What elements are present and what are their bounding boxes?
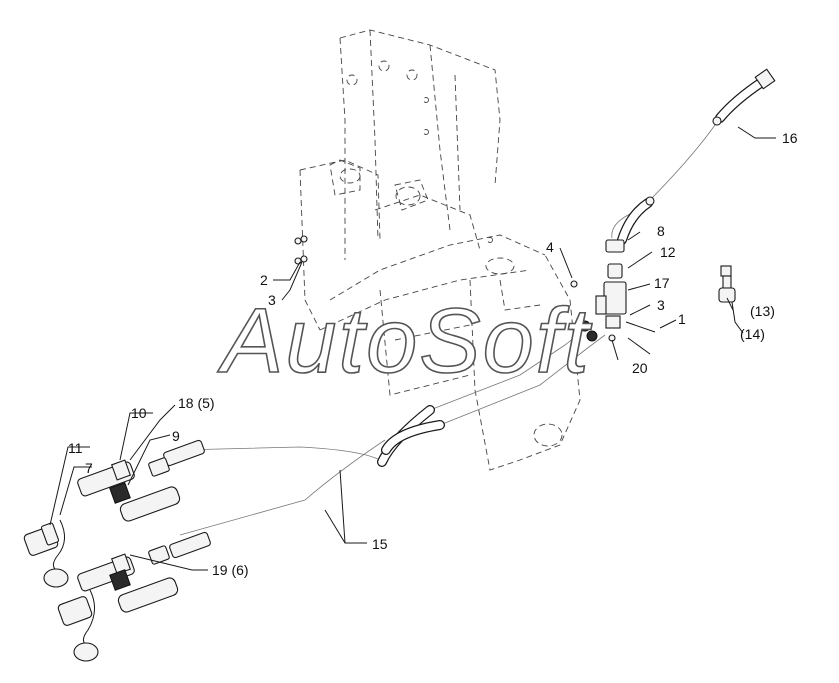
hose-routing: [179, 124, 716, 536]
callout-13: (13): [750, 303, 775, 319]
quick-couplings-upper: [77, 459, 181, 522]
nuts-2-3: [294, 235, 308, 265]
callout-1: 1: [678, 311, 686, 327]
loader-frame: [299, 29, 581, 471]
hose-16: [617, 68, 776, 245]
dust-caps: [23, 519, 99, 662]
callout-20: 20: [632, 360, 648, 376]
callout-19: 19 (6): [212, 562, 249, 578]
fittings-13-14: [718, 265, 736, 303]
callout-10: 10: [131, 405, 147, 421]
tee-fitting-assembly: [570, 239, 656, 355]
callout-8: 8: [657, 223, 665, 239]
callout-4: 4: [546, 239, 554, 255]
callout-3a: 3: [268, 292, 276, 308]
callout-11: 11: [68, 440, 83, 456]
watermark: AutoSoft: [217, 290, 592, 392]
callout-7: 7: [85, 460, 93, 476]
callout-12: 12: [660, 244, 676, 260]
callouts: 16 4 8 12 17 3 1 20 (13) (14) 2 3 10 18 …: [68, 130, 798, 578]
callout-2: 2: [260, 272, 268, 288]
leader-lines: [49, 126, 776, 571]
hose-15: [148, 405, 445, 565]
callout-18: 18 (5): [178, 395, 215, 411]
callout-9: 9: [172, 428, 180, 444]
callout-14: (14): [740, 326, 765, 342]
quick-couplings-lower: [77, 553, 179, 613]
callout-17: 17: [654, 275, 670, 291]
callout-15: 15: [372, 536, 388, 552]
callout-3b: 3: [657, 297, 665, 313]
callout-16: 16: [782, 130, 798, 146]
